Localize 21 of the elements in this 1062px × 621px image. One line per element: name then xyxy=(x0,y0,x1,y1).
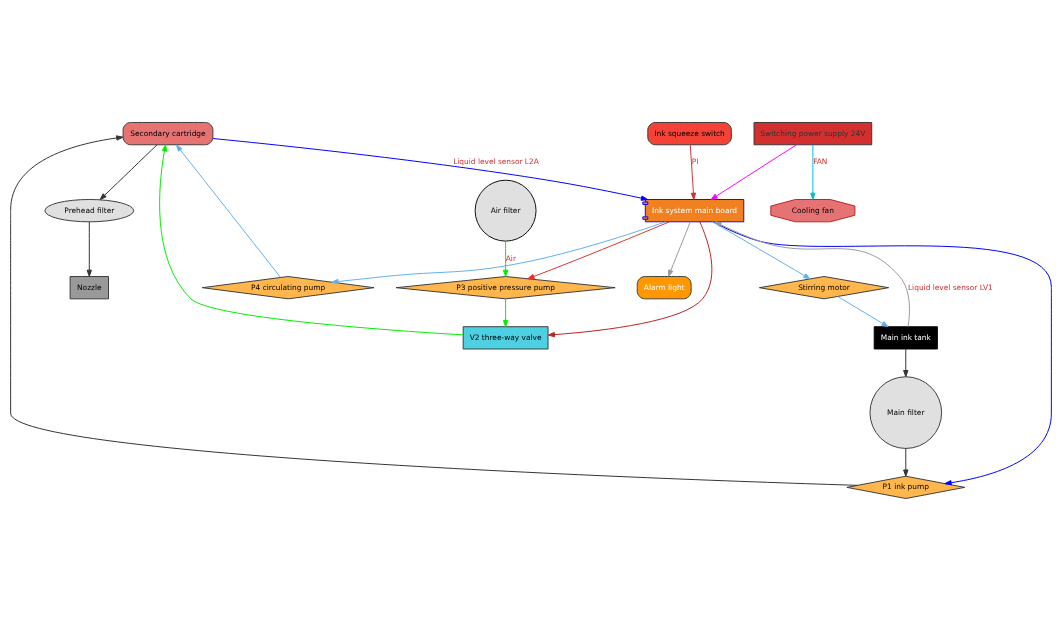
arrow xyxy=(502,240,509,277)
arrow xyxy=(10,135,858,486)
arrow xyxy=(810,144,816,200)
arrow xyxy=(159,144,464,336)
arrow xyxy=(712,221,811,280)
arrow xyxy=(903,448,909,477)
arrow xyxy=(527,221,670,280)
arrow xyxy=(903,348,909,378)
arrow xyxy=(712,221,1052,486)
arrow xyxy=(547,221,713,338)
arrow xyxy=(331,221,666,285)
arrow xyxy=(99,144,158,201)
arrow xyxy=(837,296,889,328)
arrow xyxy=(667,221,691,277)
arrow xyxy=(710,144,797,200)
arrow xyxy=(502,298,509,328)
arrow xyxy=(212,138,649,201)
arrow xyxy=(175,144,281,278)
arrow xyxy=(86,221,92,277)
arrow xyxy=(714,221,910,328)
arrow xyxy=(689,144,697,200)
